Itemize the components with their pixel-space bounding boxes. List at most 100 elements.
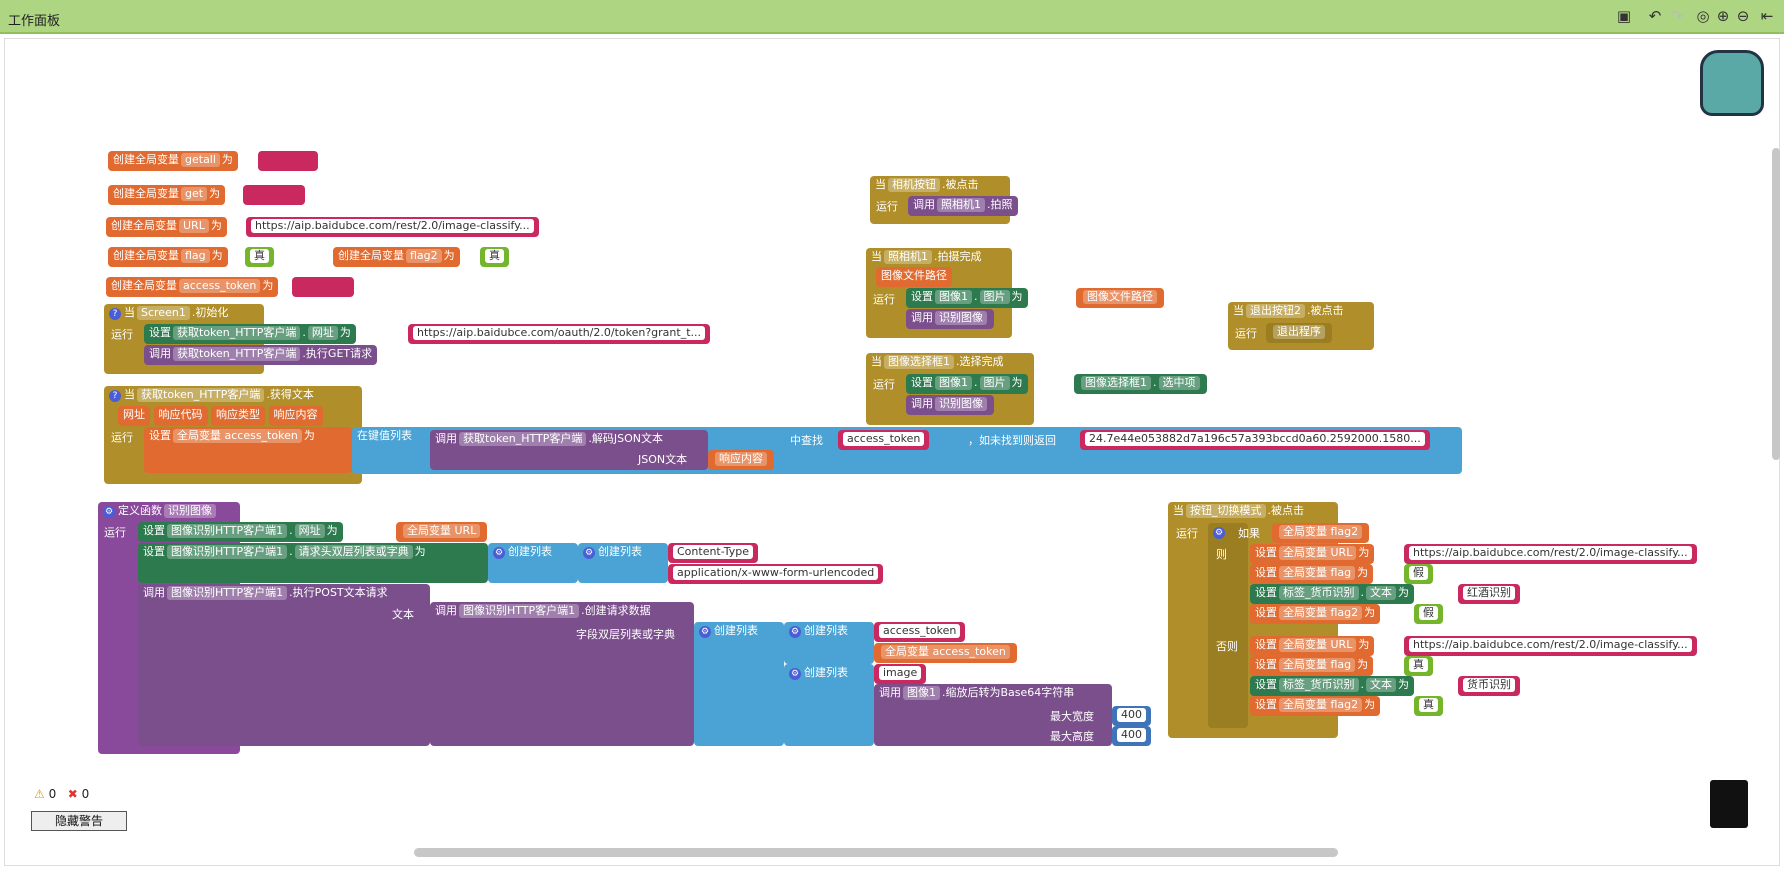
vertical-scrollbar[interactable] — [1772, 148, 1780, 460]
save-icon[interactable]: ▣ — [1616, 7, 1632, 25]
set-block[interactable]: 设置图像1.图片为 — [906, 374, 1028, 394]
param-chip[interactable]: 响应代码 — [153, 406, 208, 426]
make-list-block[interactable]: ⚙创建列表 — [784, 622, 874, 664]
trash-icon[interactable] — [1710, 780, 1748, 828]
global-getter[interactable]: 全局变量 access_token — [874, 643, 1017, 663]
hide-warnings-button[interactable]: 隐藏警告 — [31, 811, 127, 831]
text-label: 文本 — [392, 608, 414, 621]
gear-icon: ⚙ — [699, 626, 711, 638]
param-getter[interactable]: 响应内容 — [708, 450, 774, 470]
bool-block[interactable]: 真 — [245, 247, 274, 267]
max-width-label: 最大宽度 — [1050, 710, 1094, 723]
workspace-title: 工作面板 — [8, 14, 61, 29]
param-getter[interactable]: 图像文件路径 — [1076, 288, 1164, 308]
set-block[interactable]: 设置图像识别HTTP客户端1.请求头双层列表或字典为 — [138, 543, 488, 583]
make-list-block[interactable]: ⚙创建列表 — [694, 622, 784, 746]
recenter-icon[interactable]: ◎ — [1696, 7, 1710, 25]
call-base64-block[interactable]: 调用图像1.缩放后转为Base64字符串 — [874, 684, 1112, 746]
getter-block[interactable]: 图像选择框1.选中项 — [1074, 374, 1207, 394]
event-params: 网址 响应代码 响应类型 响应内容 — [118, 406, 323, 426]
gear-icon: ⚙ — [1213, 527, 1225, 539]
call-block[interactable]: 调用照相机1.拍照 — [908, 196, 1018, 216]
string-block[interactable]: https://aip.baidubce.com/rest/2.0/image-… — [1404, 544, 1697, 564]
run-label: 运行 — [876, 200, 898, 213]
backpack-icon[interactable] — [1700, 50, 1764, 116]
global-getter[interactable]: 全局变量 flag2 — [1272, 523, 1370, 543]
call-proc-block[interactable]: 调用识别图像 — [906, 309, 994, 329]
string-block[interactable] — [258, 151, 318, 171]
redo-icon[interactable]: ↷ — [1670, 7, 1684, 25]
string-block[interactable]: image — [874, 664, 927, 684]
bool-block[interactable]: 真 — [1414, 696, 1443, 716]
string-block[interactable]: application/x-www-form-urlencoded — [668, 564, 884, 584]
json-text-label: JSON文本 — [638, 453, 688, 466]
exit-icon[interactable]: ⇤ — [1760, 7, 1774, 25]
close-app-block[interactable]: 退出程序 — [1266, 323, 1332, 343]
param-chip[interactable]: 图像文件路径 — [876, 267, 952, 287]
undo-icon[interactable]: ↶ — [1648, 7, 1662, 25]
make-list-block[interactable]: ⚙创建列表 — [578, 543, 668, 583]
run-label: 运行 — [104, 526, 126, 539]
set-block[interactable]: 设置图像1.图片为 — [906, 288, 1028, 308]
set-block[interactable]: 设置获取token_HTTP客户端.网址为 — [144, 324, 356, 344]
gear-icon: ⚙ — [583, 547, 595, 559]
call-proc-block[interactable]: 调用识别图像 — [906, 395, 994, 415]
bool-block[interactable]: 真 — [1404, 656, 1433, 676]
set-block[interactable]: 设置图像识别HTTP客户端1.网址为 — [138, 522, 343, 542]
set-block[interactable]: 设置标签_货币识别.文本为 — [1250, 676, 1414, 696]
param-chip[interactable]: 响应内容 — [268, 406, 323, 426]
call-post-block[interactable]: 调用图像识别HTTP客户端1.执行POST文本请求 — [138, 584, 430, 746]
global-getter[interactable]: 全局变量 URL — [396, 522, 488, 542]
build-request-data-block[interactable]: 调用图像识别HTTP客户端1.创建请求数据 — [430, 602, 694, 746]
bool-block[interactable]: 真 — [480, 247, 509, 267]
gear-icon: ⚙ — [789, 626, 801, 638]
then-label: 则 — [1216, 548, 1227, 561]
set-block[interactable]: 设置标签_货币识别.文本为 — [1250, 584, 1414, 604]
if-else-block[interactable]: ⚙ — [1208, 523, 1248, 728]
string-block[interactable]: https://aip.baidubce.com/oauth/2.0/token… — [408, 324, 710, 344]
gear-icon: ⚙ — [493, 547, 505, 559]
zoom-in-icon[interactable]: ⊕ — [1716, 7, 1730, 25]
make-list-block[interactable]: ⚙创建列表 — [784, 664, 874, 746]
zoom-out-icon[interactable]: ⊖ — [1736, 7, 1750, 25]
horizontal-scrollbar[interactable] — [414, 848, 1338, 857]
string-block[interactable]: access_token — [874, 622, 966, 642]
bool-block[interactable]: 假 — [1414, 604, 1443, 624]
else-label: 否则 — [1216, 640, 1238, 653]
workspace-header: 工作面板 ▣ ↶ ↷ ◎ ⊕ ⊖ ⇤ — [0, 0, 1784, 34]
string-block[interactable]: Content-Type — [668, 543, 758, 563]
warning-icon: ⚠ — [34, 787, 45, 801]
string-block[interactable]: 货币识别 — [1458, 676, 1520, 696]
make-list-block[interactable]: ⚙创建列表 — [488, 543, 578, 583]
param-chip[interactable]: 网址 — [118, 406, 150, 426]
param-chip[interactable]: 响应类型 — [211, 406, 265, 426]
string-block[interactable] — [243, 185, 305, 205]
string-block[interactable]: https://aip.baidubce.com/rest/2.0/image-… — [1404, 636, 1697, 656]
string-block[interactable]: https://aip.baidubce.com/rest/2.0/image-… — [246, 217, 539, 237]
number-block[interactable]: 400 — [1112, 726, 1151, 746]
call-block[interactable]: 调用获取token_HTTP客户端.执行GET请求 — [144, 345, 378, 365]
string-block[interactable]: 红酒识别 — [1458, 584, 1520, 604]
string-block[interactable] — [292, 277, 354, 297]
bool-block[interactable]: 假 — [1404, 564, 1433, 584]
string-block[interactable]: 24.7e44e053882d7a196c57a393bccd0a60.2592… — [1080, 430, 1430, 450]
max-height-label: 最大高度 — [1050, 730, 1094, 743]
warnings-indicator: ⚠ 0 ✖ 0 — [34, 787, 89, 801]
call-decode-block[interactable]: 调用获取token_HTTP客户端.解码JSON文本 — [430, 430, 708, 470]
string-block[interactable]: access_token — [838, 430, 930, 450]
number-block[interactable]: 400 — [1112, 706, 1151, 726]
run-label: 运行 — [873, 293, 895, 306]
